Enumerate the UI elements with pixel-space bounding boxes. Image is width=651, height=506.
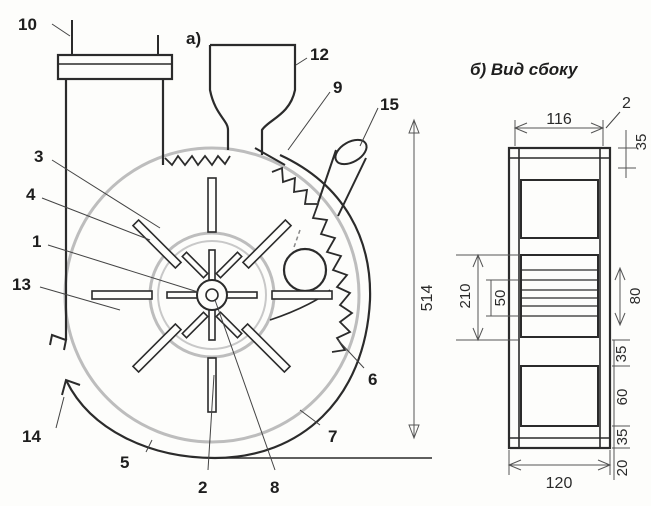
tube-15 [317,138,368,217]
side-view: б) Вид сбоку 116 2 [456,60,650,492]
label-12: 12 [310,45,329,64]
dim-116-label: 116 [546,111,572,128]
label-6: 6 [368,370,377,389]
dim-35-low-label: 35 [614,429,631,446]
side-slats [521,269,598,317]
volute-housing [64,70,372,460]
dim-20-label: 20 [614,460,631,477]
side-window-top [520,179,599,239]
main-view: 514 10 а) 12 9 15 3 4 1 13 14 5 2 8 7 6 [12,15,436,497]
outlet-lip-lower [61,378,81,396]
side-window-bottom [520,365,599,427]
label-1: 1 [32,232,41,251]
label-13: 13 [12,275,31,294]
side-view-title: б) Вид сбоку [470,60,579,79]
side-label-2: 2 [622,95,631,112]
label-2: 2 [198,478,207,497]
dim-35-top [618,130,636,178]
dim-35-mid-label: 35 [613,346,630,363]
dim-116 [513,120,605,146]
blade-bl [131,322,183,374]
label-9: 9 [333,78,342,97]
dim-50-label: 50 [492,290,509,307]
shaft [205,288,219,302]
dim-80 [614,266,626,327]
dim-120-label: 120 [546,475,573,492]
label-4: 4 [26,185,36,204]
side-leader-2 [605,111,621,129]
inner-ring-2 [157,240,267,350]
pipe-flange [56,53,174,81]
inlet-teeth [164,154,231,167]
hopper [208,43,297,155]
dim-80-label: 80 [627,288,644,305]
blade-right [271,290,333,300]
leader-lines [39,23,379,471]
dim-210-label: 210 [457,283,474,308]
dim-35-top-label: 35 [633,134,650,151]
dim-514-label: 514 [419,285,436,312]
small-drum [282,247,328,293]
dim-210 [456,253,520,342]
label-15: 15 [380,95,399,114]
side-window-mid [520,254,599,338]
label-10: 10 [18,15,37,34]
label-3: 3 [34,147,43,166]
hub-spokes [166,249,258,341]
outlet-lip-upper [49,333,68,351]
blade-left [91,290,153,300]
dim-50 [486,279,520,317]
dim-60-label: 60 [614,389,631,406]
blade-tl [131,218,183,270]
label-14: 14 [22,427,41,446]
label-a: а) [186,29,201,48]
blade-br [240,322,292,374]
label-7: 7 [328,427,337,446]
rotor-blades [91,177,333,413]
blade-top [207,177,217,233]
label-8: 8 [270,478,279,497]
blade-tr [241,218,293,270]
dim-stack-right [612,339,630,480]
dashed-guide [292,229,301,251]
guide-plate [254,147,286,166]
dim-514: 514 [408,118,436,440]
deck-teeth [271,166,354,353]
label-5: 5 [120,453,129,472]
dim-120 [507,450,612,475]
